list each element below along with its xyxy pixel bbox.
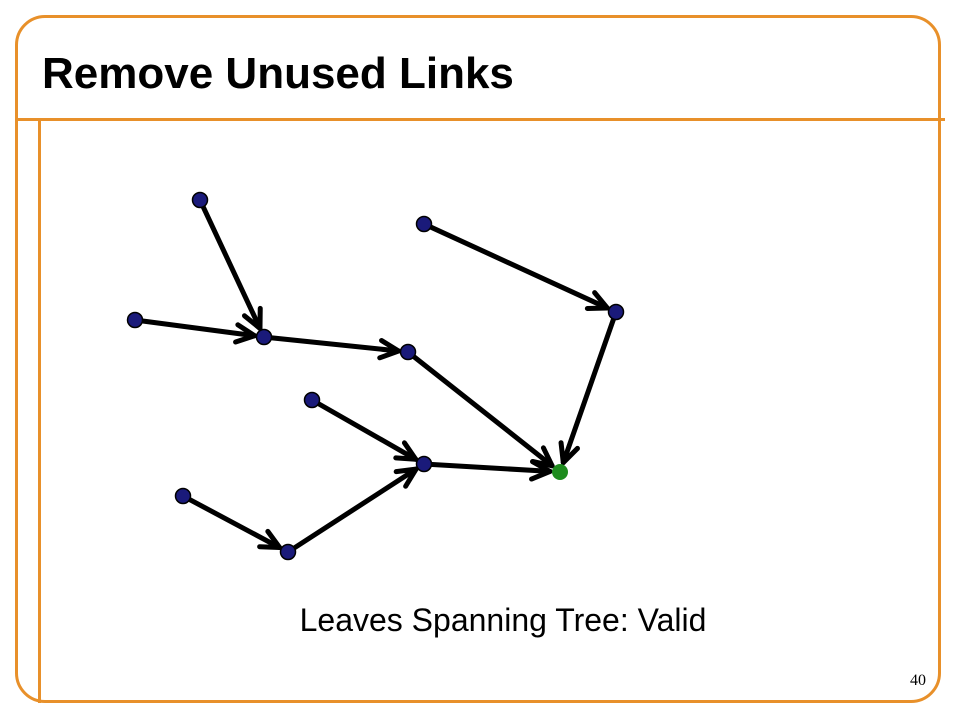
- edge-n5-n6: [423, 222, 610, 311]
- side-divider: [38, 121, 41, 703]
- arrowhead: [393, 440, 419, 462]
- arrowhead: [393, 466, 419, 489]
- slide-frame: [15, 15, 941, 703]
- graph-node-n6: [607, 303, 625, 321]
- graph-node-n5: [415, 215, 433, 233]
- diagram-caption: Leaves Spanning Tree: Valid: [299, 602, 707, 638]
- graph-node-n4: [399, 343, 417, 361]
- title-divider: [15, 118, 945, 121]
- edge-n4-root: [407, 350, 555, 469]
- arrowhead: [257, 528, 283, 551]
- edge-n7-n8: [311, 398, 419, 462]
- edge-n10-n8: [287, 466, 419, 554]
- arrowhead: [584, 290, 610, 311]
- edge-n3-n4: [263, 334, 402, 361]
- edge-n1-n3: [198, 199, 263, 331]
- graph-node-n2: [126, 311, 144, 329]
- arrowhead: [377, 337, 402, 361]
- arrowhead: [529, 459, 553, 482]
- arrowhead: [241, 305, 263, 331]
- graph-node-n3: [255, 328, 273, 346]
- edge-n9-n10: [182, 494, 283, 551]
- graph-node-n8: [415, 455, 433, 473]
- arrowhead: [233, 322, 258, 345]
- root-node: [552, 464, 568, 480]
- page-number: 40: [910, 672, 926, 689]
- arrowhead: [558, 440, 580, 466]
- graph-node-n1: [191, 191, 209, 209]
- edge-n8-root: [423, 459, 553, 482]
- graph-node-n9: [174, 487, 192, 505]
- edge-n2-n3: [134, 317, 258, 345]
- edge-n6-root: [558, 311, 618, 466]
- slide-title: Remove Unused Links: [42, 49, 514, 98]
- graph-node-n7: [303, 391, 321, 409]
- graph-node-n10: [279, 543, 297, 561]
